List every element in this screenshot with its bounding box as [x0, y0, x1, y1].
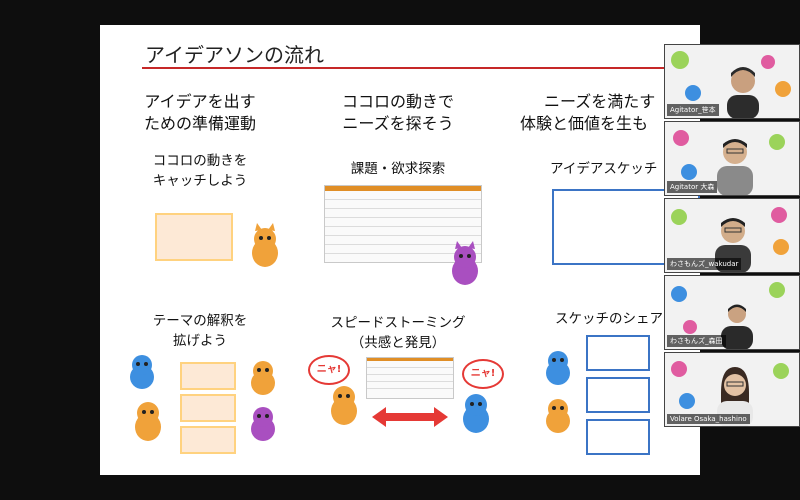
col1-heading: アイデアを出す ための準備運動 [140, 91, 260, 135]
sticky-note [180, 426, 236, 454]
sticky-note [180, 394, 236, 422]
participant-tile[interactable]: Volare Osaka_hashino [664, 352, 800, 427]
participant-video-icon [721, 304, 753, 349]
sticky-note [155, 213, 233, 261]
participant-video-icon [717, 139, 753, 195]
slide: アイデアソンの流れ アイデアを出す ための準備運動 ココロの動きを キャッチしよ… [100, 25, 700, 475]
participant-name: Volare Osaka_hashino [667, 414, 750, 424]
col2-step2-line: スピードストーミング [330, 315, 466, 331]
participant-tile[interactable]: わさもんズ_森田 [664, 275, 800, 350]
col1-step2-line: テーマの解釈を [152, 313, 248, 329]
col2-heading-line: ココロの動きで [341, 92, 454, 111]
participant-video-panel: Agitator_笹本 Agitator 大森 わさもんズ_wakudar わ [664, 44, 800, 430]
col1-heading-line: アイデアを出す [144, 92, 256, 111]
col2-step1-label: 課題・欲求探索 [350, 161, 446, 177]
participant-name: わさもんズ_森田 [667, 335, 726, 347]
cat-character-icon [130, 355, 154, 389]
col1-heading-line: ための準備運動 [143, 114, 256, 133]
col2-heading-line: ニーズを探そう [342, 114, 454, 133]
col1-step1-label: ココロの動きを キャッチしよう [140, 151, 260, 191]
col3-heading: ニーズを満たす 体験と価値を生も [520, 91, 700, 135]
cat-character-icon [135, 402, 161, 441]
cat-character-icon [452, 241, 478, 285]
col3-heading-line: 体験と価値を生も [520, 114, 649, 133]
col1-step2-line: 拡げよう [173, 333, 227, 349]
col3-step1-label: アイデアスケッチ [550, 161, 658, 177]
participant-tile[interactable]: Agitator_笹本 [664, 44, 800, 119]
cat-character-icon [252, 223, 278, 267]
col3-heading-line: ニーズを満たす [544, 92, 656, 111]
spreadsheet-thumbnail [324, 185, 482, 263]
col3-step2-label: スケッチのシェア [555, 311, 663, 327]
participant-name: Agitator_笹本 [667, 104, 719, 116]
spreadsheet-thumbnail [366, 357, 454, 399]
participant-tile[interactable]: わさもんズ_wakudar [664, 198, 800, 273]
speech-bubble-right: ニャ! [462, 359, 504, 389]
cat-character-icon [331, 386, 357, 425]
idea-sketch-thumbnail [586, 419, 650, 455]
col1-step1-line: キャッチしよう [152, 173, 248, 189]
idea-sketch-thumbnail [586, 335, 650, 371]
speech-bubble-left: ニャ! [308, 355, 350, 385]
cat-character-icon [546, 399, 570, 433]
col1-step1-line: ココロの動きを [152, 153, 248, 169]
cat-character-icon [463, 394, 489, 433]
cat-character-icon [251, 407, 275, 441]
participant-name: わさもんズ_wakudar [667, 258, 742, 270]
col2-heading: ココロの動きで ニーズを探そう [338, 91, 458, 135]
col1-step2-label: テーマの解釈を 拡げよう [140, 311, 260, 351]
cat-character-icon [546, 351, 570, 385]
cat-character-icon [251, 361, 275, 395]
idea-sketch-thumbnail [586, 377, 650, 413]
double-arrow-icon [372, 407, 448, 427]
title-underline [142, 67, 682, 69]
participant-name: Agitator 大森 [667, 181, 718, 193]
col2-step2-label: スピードストーミング （共感と発見） [326, 313, 470, 353]
col2-step2-line: （共感と発見） [350, 335, 446, 351]
slide-title: アイデアソンの流れ [145, 43, 324, 67]
participant-video-icon [727, 67, 759, 118]
participant-tile[interactable]: Agitator 大森 [664, 121, 800, 196]
sticky-note [180, 362, 236, 390]
